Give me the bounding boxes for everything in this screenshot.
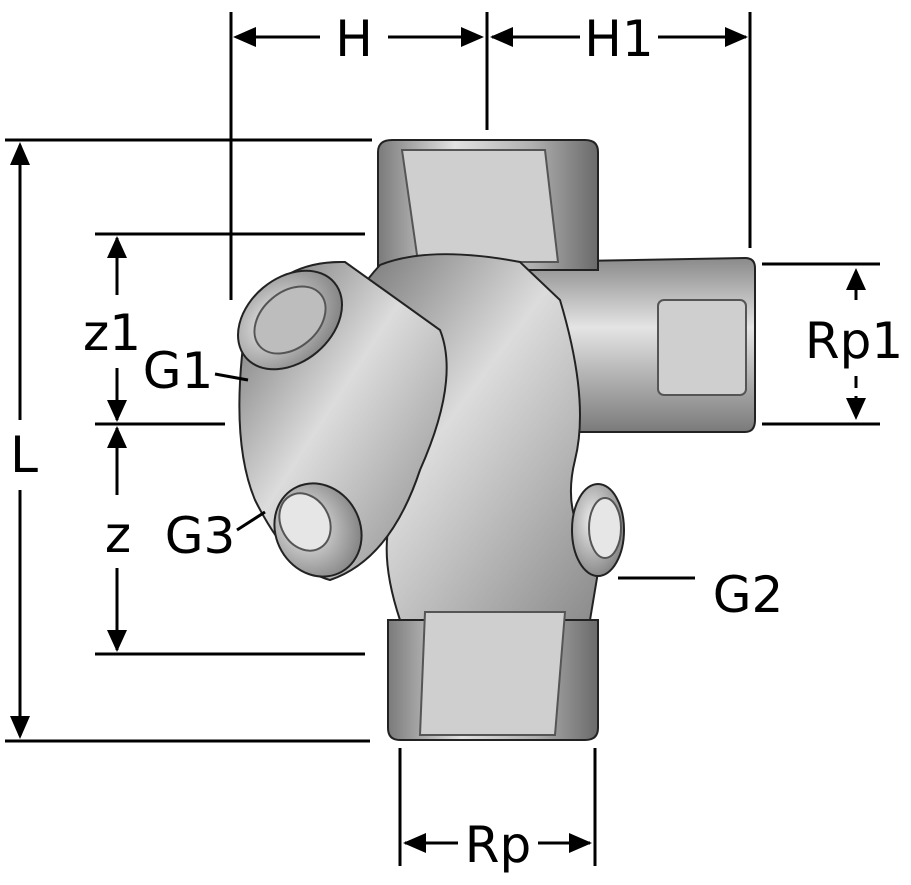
- label-z1: z1: [83, 304, 141, 362]
- label-g3: G3: [165, 507, 236, 565]
- label-g2: G2: [713, 566, 784, 624]
- label-rp1: Rp1: [805, 312, 903, 370]
- label-h1: H1: [584, 10, 653, 68]
- label-h: H: [335, 10, 373, 68]
- dimension-lines: [5, 12, 880, 866]
- valve-body: [237, 139, 756, 741]
- label-g1: G1: [143, 342, 214, 400]
- label-rp: Rp: [465, 816, 531, 874]
- label-z: z: [105, 506, 131, 564]
- label-l: L: [10, 426, 38, 484]
